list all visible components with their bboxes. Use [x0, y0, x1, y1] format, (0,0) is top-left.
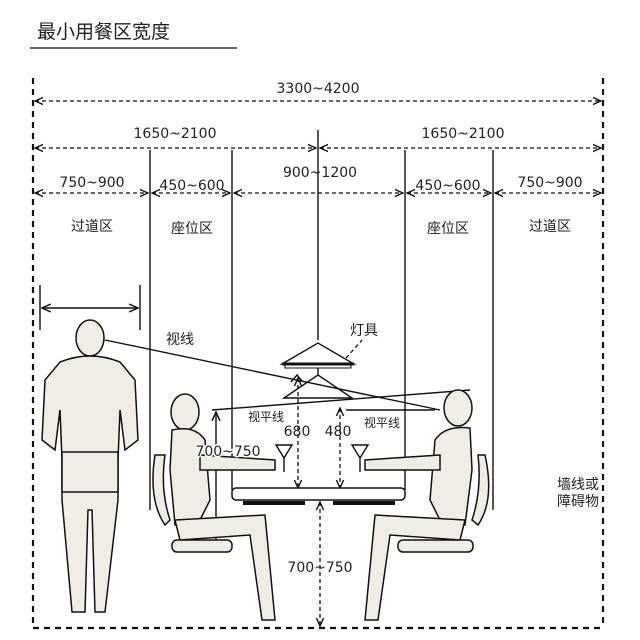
clearance-480-label: 480 — [325, 424, 352, 440]
total-width-label: 3300~4200 — [277, 81, 360, 97]
left-half-label: 1650~2100 — [134, 126, 217, 142]
zone-seat-right: 座位区 — [427, 221, 469, 237]
right-half-label: 1650~2100 — [422, 126, 505, 142]
sightline-label: 视线 — [166, 332, 194, 348]
zone-aisle-right: 过道区 — [529, 219, 571, 235]
seat-right-width: 450~600 — [415, 178, 480, 194]
eye-level-label-right: 视平线 — [364, 415, 400, 430]
seated-person-left — [152, 393, 294, 621]
table-width: 900~1200 — [283, 165, 357, 181]
page-title: 最小用餐区宽度 — [37, 21, 170, 43]
lamp-label: 灯具 — [350, 323, 378, 339]
dining-table — [231, 487, 406, 501]
wall-label-line1: 墙线或 — [557, 477, 599, 493]
sightline — [104, 339, 441, 411]
eye-level-line-left — [211, 389, 471, 411]
table-height-label: 700~750 — [287, 560, 352, 576]
seat-left-width: 450~600 — [159, 178, 224, 194]
zone-seat-left: 座位区 — [171, 221, 213, 237]
eye-level-label-left: 视平线 — [248, 409, 284, 424]
clearance-680-label: 680 — [284, 424, 311, 440]
aisle-right-width: 750~900 — [517, 175, 582, 191]
eye-height-label: 700~750 — [195, 444, 260, 460]
wall-label-line2: 障碍物 — [557, 494, 599, 510]
zone-aisle-left: 过道区 — [71, 219, 113, 235]
standing-person-figure — [41, 319, 139, 613]
aisle-left-width: 750~900 — [59, 175, 124, 191]
seated-person-right — [350, 389, 490, 621]
lamp-leader — [345, 339, 363, 359]
